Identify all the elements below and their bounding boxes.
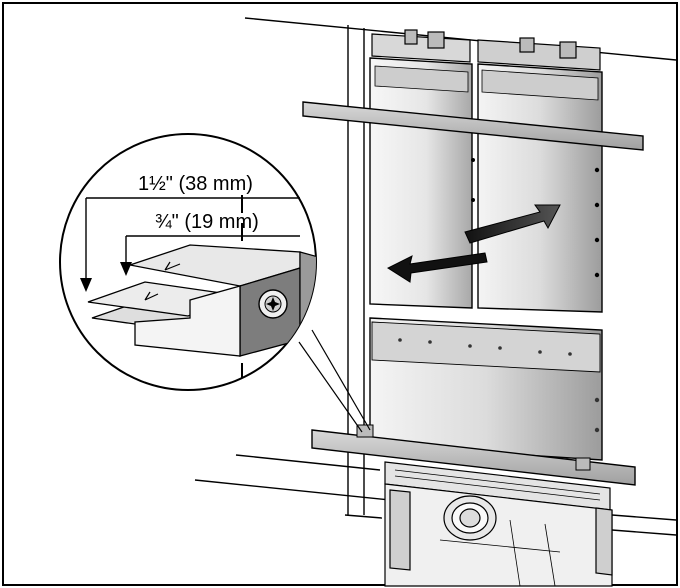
dimension-label-small: ¾" (19 mm) <box>155 211 259 233</box>
top-hinges <box>371 29 601 71</box>
bottom-rail <box>311 424 636 486</box>
detail-magnifier: 1½" (38 mm) ¾" (19 mm) <box>59 133 317 391</box>
upper-right-door <box>471 63 603 313</box>
dimension-label-large: 1½" (38 mm) <box>138 173 253 195</box>
dim-arrow-small <box>120 262 132 276</box>
slide-arrows <box>386 204 561 283</box>
callout-leaders <box>298 329 371 433</box>
top-rail <box>302 101 644 151</box>
dimension-lines <box>85 197 300 282</box>
base-grille <box>384 461 613 587</box>
dim-arrow-large <box>80 278 92 292</box>
lower-drawer-panel <box>369 317 603 461</box>
